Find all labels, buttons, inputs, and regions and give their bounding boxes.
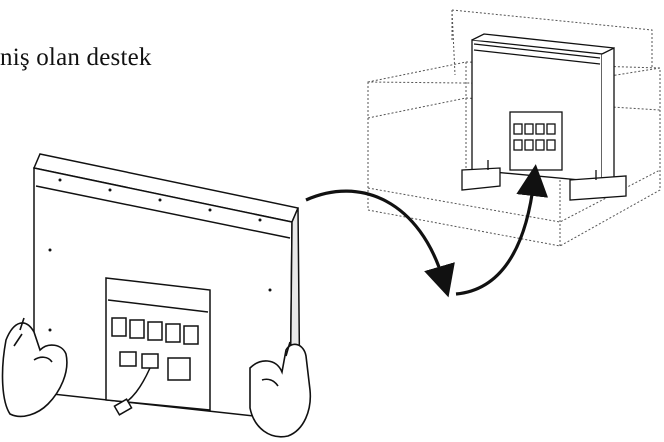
left-hand [1,317,68,418]
held-device [32,153,301,422]
curved-arrow-up [455,164,549,296]
curved-arrow-down [305,189,455,298]
stored-device [461,33,627,201]
caption-text: niş olan destek [0,44,152,71]
right-hand [249,341,312,438]
